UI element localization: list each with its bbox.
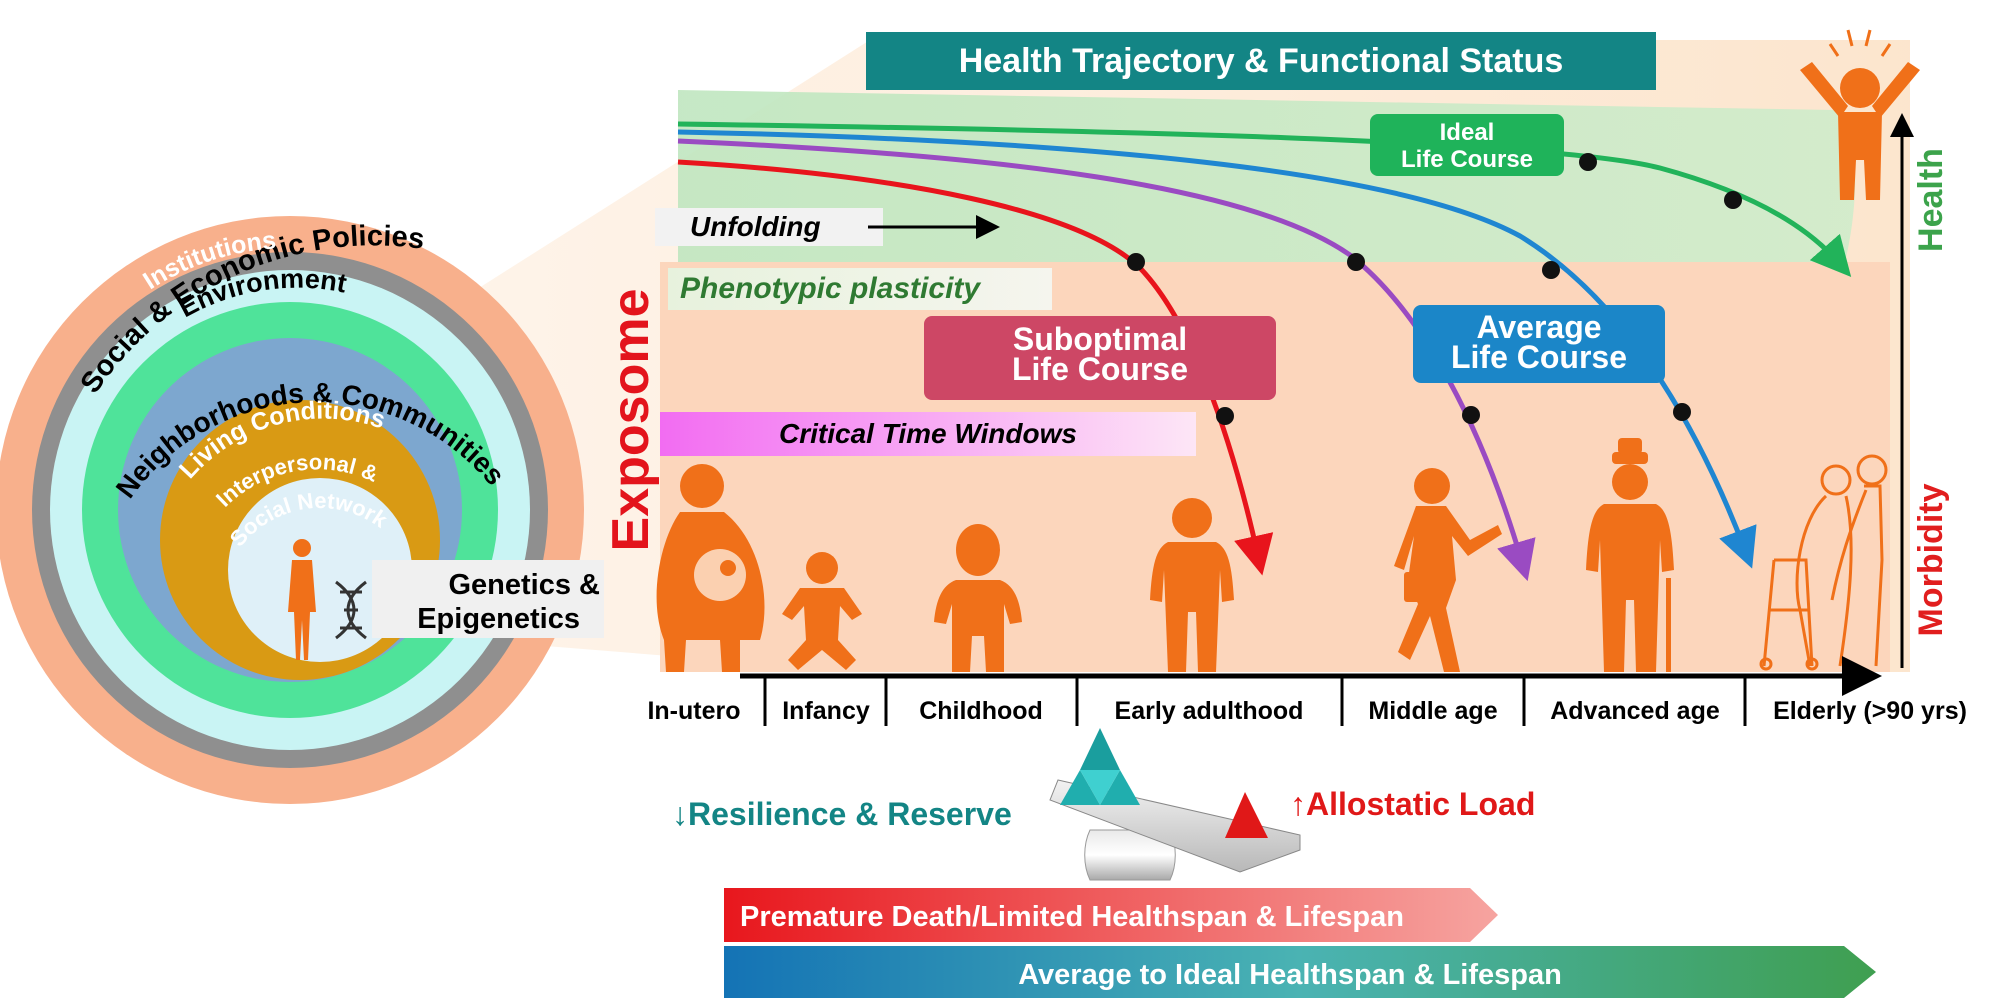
unfolding-label: Unfolding (690, 211, 821, 242)
average-course-line1: Average (1476, 309, 1601, 345)
allostatic-load-triangle-icon (1225, 792, 1268, 838)
stage-elderly: Elderly (>90 yrs) (1773, 697, 1967, 725)
child-icon (934, 524, 1022, 672)
stage-infancy: Infancy (782, 697, 870, 725)
average-course-line2: Life Course (1451, 339, 1627, 375)
seesaw-balance: ↓Resilience & Reserve ↑Allostatic Load (672, 728, 1535, 881)
ideal-course-line2: Life Course (1401, 146, 1533, 173)
ideal-label: Average to Ideal Healthspan & Lifespan (1018, 959, 1562, 991)
resilience-pyramid-icon (1060, 728, 1140, 805)
page-title: Health Trajectory & Functional Status (959, 42, 1564, 80)
stage-early-adulthood: Early adulthood (1115, 697, 1304, 725)
ideal-course-box: Ideal Life Course (1370, 114, 1564, 176)
outcome-premature-bar: Premature Death/Limited Healthspan & Lif… (724, 888, 1498, 942)
ideal-course-line1: Ideal (1440, 119, 1495, 146)
middle-aged-woman-icon (1394, 468, 1502, 672)
middle-dot-2 (1462, 406, 1480, 424)
suboptimal-dot-1 (1127, 253, 1145, 271)
resilience-label: ↓Resilience & Reserve (672, 796, 1012, 832)
transition-dots (1127, 153, 1742, 425)
suboptimal-dot-2 (1216, 407, 1234, 425)
pregnant-woman-icon (656, 464, 765, 672)
genetics-line2: Epigenetics (417, 603, 580, 635)
person-silhouette-icon (288, 539, 316, 660)
outcome-ideal-bar: Average to Ideal Healthspan & Lifespan (724, 946, 1876, 998)
average-trajectory-line (677, 129, 1757, 569)
stage-in-utero: In-utero (647, 697, 740, 725)
socioecological-rings (0, 216, 584, 804)
ideal-dot-2 (1724, 191, 1742, 209)
infant-icon (782, 552, 862, 670)
title-banner: Health Trajectory & Functional Status (866, 32, 1656, 90)
phenotypic-plasticity-tag: Phenotypic plasticity (668, 268, 1052, 310)
middle-dot-1 (1347, 253, 1365, 271)
stage-childhood: Childhood (919, 697, 1043, 725)
critical-time-windows-tag: Critical Time Windows (660, 412, 1196, 456)
life-stage-axis: In-utero Infancy Childhood Early adultho… (647, 656, 1967, 726)
exposome-label: Exposome (602, 289, 660, 552)
premature-label: Premature Death/Limited Healthspan & Lif… (740, 901, 1404, 933)
ring-core (228, 478, 412, 662)
stage-advanced-age: Advanced age (1550, 697, 1720, 725)
phenotypic-plasticity-label: Phenotypic plasticity (680, 272, 981, 305)
suboptimal-course-line2: Life Course (1012, 351, 1188, 387)
ideal-dot-1 (1579, 153, 1597, 171)
unfolding-tag: Unfolding (655, 208, 1000, 246)
young-adult-icon (1150, 498, 1234, 672)
average-dot-1 (1542, 261, 1560, 279)
critical-time-windows-label: Critical Time Windows (779, 418, 1077, 449)
suboptimal-course-line1: Suboptimal (1013, 321, 1187, 357)
genetics-label-box: Genetics & Epigenetics (372, 560, 604, 638)
suboptimal-course-box: Suboptimal Life Course (924, 316, 1276, 400)
morbidity-axis-label: Morbidity (1912, 483, 1950, 636)
health-axis-label: Health (1912, 148, 1950, 252)
allostatic-label: ↑Allostatic Load (1290, 786, 1535, 822)
healthy-elder-icon (1800, 29, 1920, 200)
suboptimal-trajectory-line (677, 159, 1274, 576)
elderly-with-walker-icon (1759, 454, 1888, 671)
life-stage-figures (656, 438, 1888, 672)
average-dot-2 (1673, 403, 1691, 421)
genetics-line1: Genetics & (449, 569, 601, 601)
stage-middle-age: Middle age (1368, 697, 1497, 725)
dna-icon (335, 580, 367, 640)
older-man-icon (1586, 438, 1674, 672)
average-course-box: Average Life Course (1413, 305, 1665, 383)
